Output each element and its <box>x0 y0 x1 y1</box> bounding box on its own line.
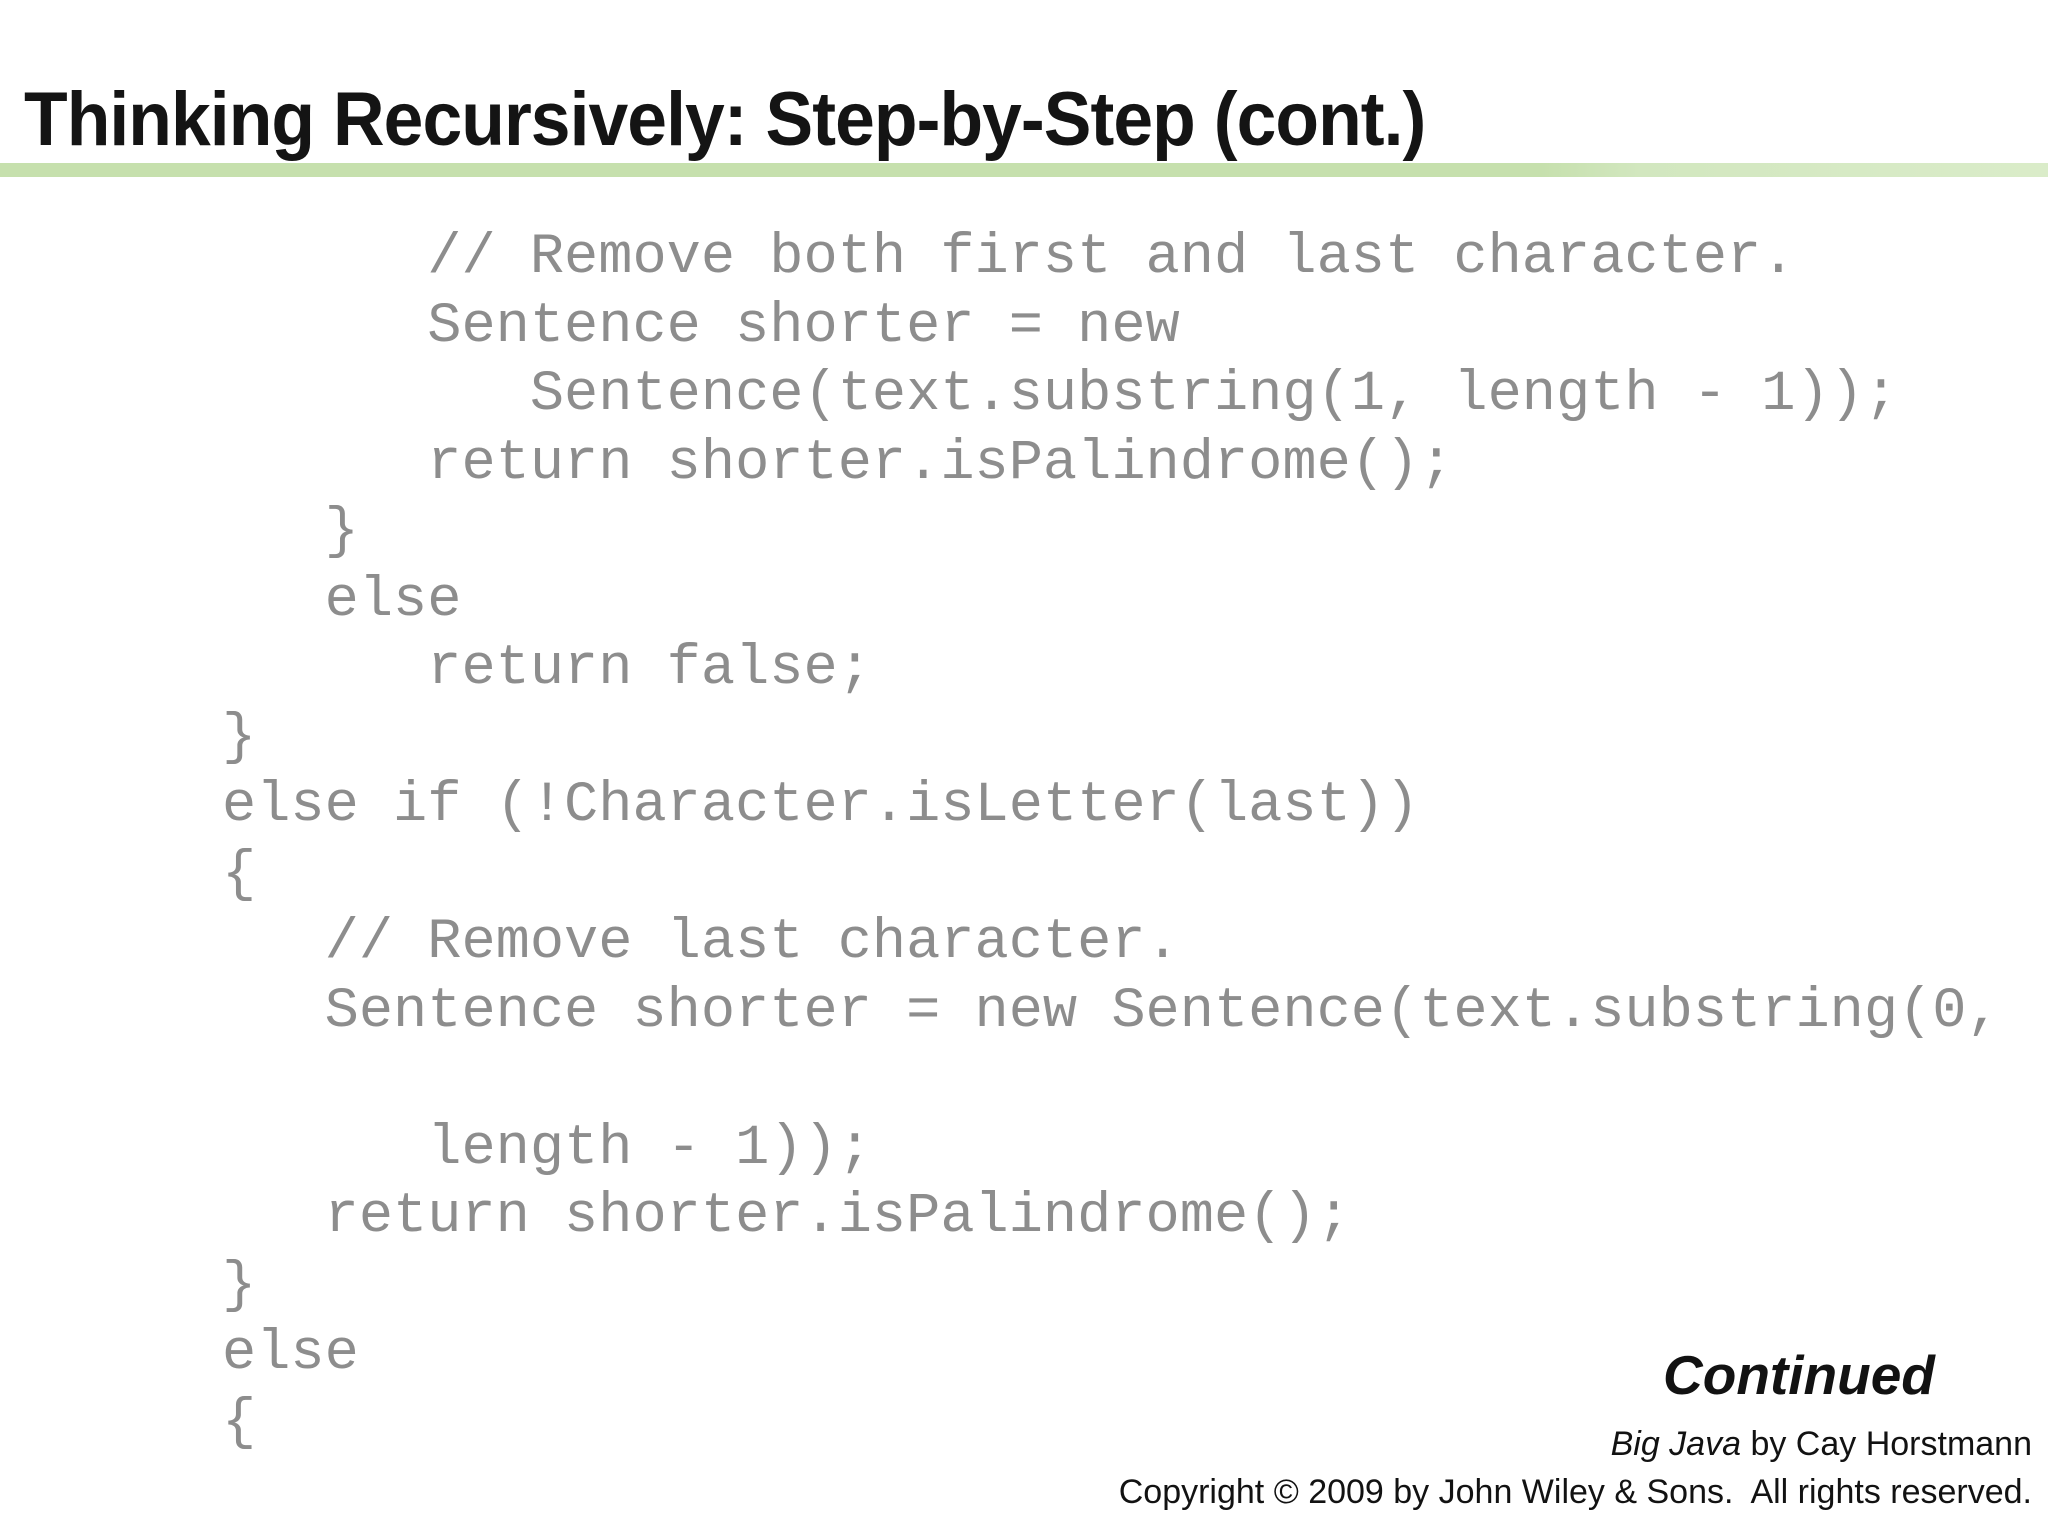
continued-label: Continued <box>1663 1344 1935 1406</box>
code-line: else if (!Character.isLetter(last)) <box>222 774 1420 838</box>
code-line: // Remove last character. <box>222 911 1180 975</box>
code-line: } <box>222 705 257 770</box>
code-line: } <box>222 500 359 564</box>
code-line: Sentence(text.substring(1, length - 1)); <box>222 363 1899 427</box>
copyright-line: Copyright © 2009 by John Wiley & Sons. A… <box>1118 1473 2032 1511</box>
code-line: return shorter.isPalindrome(); <box>222 431 1454 496</box>
code-line: } <box>222 1253 257 1318</box>
code-line: else <box>222 1322 359 1386</box>
code-line: length - 1)); <box>222 1116 872 1181</box>
code-line: { <box>222 842 257 907</box>
code-line: return false; <box>222 637 872 701</box>
book-credit-line: Big Java by Cay Horstmann <box>1611 1424 2032 1465</box>
code-line: { <box>222 1390 257 1455</box>
book-title-text: Big Java <box>1610 1425 1741 1463</box>
code-line: return shorter.isPalindrome(); <box>222 1185 1351 1249</box>
slide-title: Thinking Recursively: Step-by-Step (cont… <box>24 77 1426 162</box>
title-underline-bar <box>0 163 2048 177</box>
code-line: // Remove both first and last character. <box>222 226 1796 290</box>
code-line: else <box>222 568 462 633</box>
code-line: Sentence shorter = new Sentence(text.sub… <box>222 979 2001 1044</box>
code-line: Sentence shorter = new <box>222 294 1180 359</box>
code-line-blank <box>222 1046 2001 1115</box>
book-author-text: by Cay Horstmann <box>1741 1425 2032 1463</box>
java-code-block: // Remove both first and last character.… <box>222 224 2001 1457</box>
